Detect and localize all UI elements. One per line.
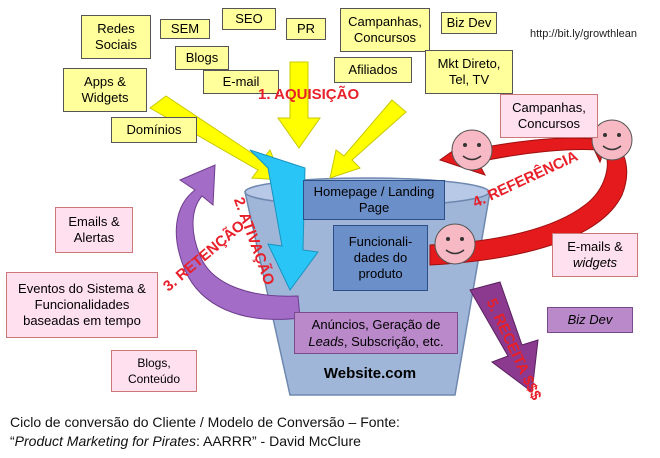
channel-apps-widgets: Apps & Widgets — [63, 68, 147, 112]
caption-book-title: Product Marketing for Pirates — [14, 433, 196, 449]
caption-line-1: Ciclo de conversão do Cliente / Modelo d… — [10, 414, 400, 430]
caption-line-2: “Product Marketing for Pirates: AARRR” -… — [10, 432, 400, 451]
channel-mkt-direto: Mkt Direto, Tel, TV — [425, 50, 513, 94]
referral-campaigns: Campanhas, Concursos — [500, 94, 598, 138]
ads-leads-text-1: Anúncios, Geração de — [311, 317, 441, 332]
referral-emails-widgets: E-mails & widgets — [552, 233, 638, 277]
channel-campanhas: Campanhas, Concursos — [340, 8, 430, 52]
caption: Ciclo de conversão do Cliente / Modelo d… — [10, 413, 400, 451]
website-label: Website.com — [323, 365, 417, 382]
source-url[interactable]: http://bit.ly/growthlean — [530, 28, 638, 40]
revenue-biz-dev: Biz Dev — [547, 307, 633, 333]
ads-leads-text-2: Leads — [308, 334, 344, 349]
caption-quote-open: “ — [10, 433, 15, 449]
revenue-arrow — [469, 281, 539, 393]
channel-dominios: Domínios — [111, 117, 197, 143]
channel-sem: SEM — [160, 19, 210, 39]
smiley-icon — [451, 129, 493, 171]
retention-emails-alerts: Emails & Alertas — [55, 207, 133, 253]
retention-system-events: Eventos do Sistema & Funcionalidades bas… — [6, 272, 158, 338]
channel-redes-sociais: Redes Sociais — [81, 15, 151, 59]
retention-arrow — [175, 164, 301, 320]
product-features-box: Funcionali-dades do produto — [333, 225, 428, 291]
ads-leads-text-3: , Subscrição, etc. — [343, 334, 444, 349]
channel-seo: SEO — [222, 8, 276, 30]
referral-widgets-text: widgets — [572, 255, 618, 270]
channel-afiliados: Afiliados — [334, 57, 412, 83]
ads-leads-box: Anúncios, Geração de Leads, Subscrição, … — [294, 312, 458, 354]
homepage-landing-box: Homepage / Landing Page — [303, 180, 445, 220]
smiley-icon — [434, 223, 476, 265]
channel-blogs: Blogs — [175, 46, 229, 70]
retention-blogs-content: Blogs, Conteúdo — [111, 350, 197, 392]
smiley-icon — [591, 119, 633, 161]
channel-email: E-mail — [203, 70, 279, 94]
channel-biz-dev: Biz Dev — [441, 12, 497, 34]
referral-emails-text: E-mails & — [567, 239, 623, 254]
caption-author: : AARRR” - David McClure — [195, 433, 361, 449]
channel-pr: PR — [286, 18, 326, 40]
stage-acquisition-label: 1. AQUISIÇÃO — [258, 86, 360, 103]
